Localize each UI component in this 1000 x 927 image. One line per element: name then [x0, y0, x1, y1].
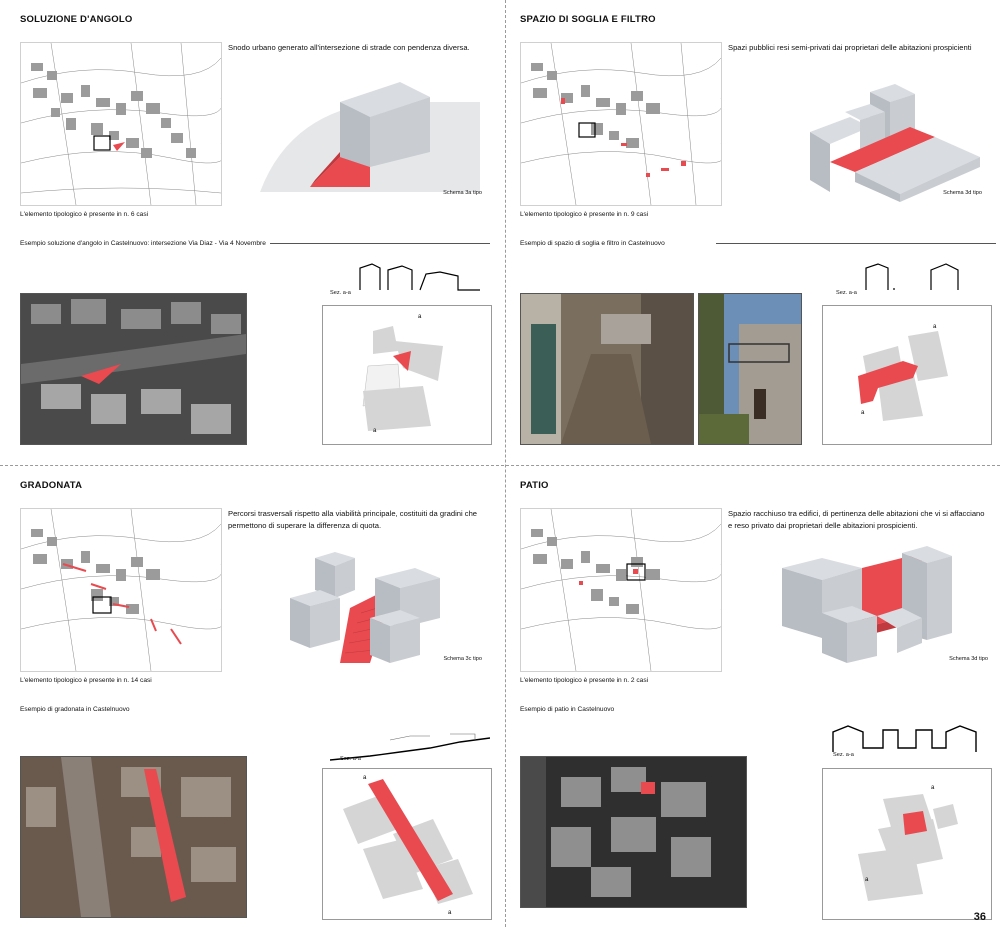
section-label: Sez. a-a — [330, 290, 351, 296]
plan-mark: a — [861, 410, 865, 416]
schema-3d: Schema 3c tipo — [250, 538, 490, 668]
plan-mark: a — [373, 428, 377, 434]
panel-title: GRADONATA — [20, 480, 83, 491]
section-label: Sez. a-a — [340, 756, 361, 762]
town-map — [20, 508, 222, 672]
rule-line — [270, 243, 490, 244]
schema-label: Schema 3d tipo — [943, 190, 982, 196]
section-drawing: Sez. a-a — [330, 726, 490, 764]
count-text: L'elemento tipologico è presente in n. 6… — [20, 211, 149, 218]
aerial-photo — [20, 756, 247, 918]
vertical-divider — [505, 0, 506, 927]
town-map — [520, 42, 722, 206]
horizontal-divider — [0, 465, 1000, 466]
plan-drawing: a a — [822, 768, 992, 920]
panel-description: Snodo urbano generato all'intersezione d… — [228, 43, 470, 52]
schema-3d: Schema 3a tipo — [250, 72, 490, 202]
rule-line — [716, 243, 996, 244]
aerial-photo — [20, 293, 247, 445]
count-text: L'elemento tipologico è presente in n. 9… — [520, 211, 649, 218]
panel-title: SPAZIO DI SOGLIA E FILTRO — [520, 14, 656, 25]
panel-title: PATIO — [520, 480, 549, 491]
section-label: Sez. a-a — [833, 752, 854, 758]
town-map — [520, 508, 722, 672]
example-text: Esempio soluzione d'angolo in Castelnuov… — [20, 240, 266, 247]
panel-gradonata: GRADONATA Percorsi trasversali rispetto … — [0, 466, 495, 921]
plan-mark: a — [865, 877, 869, 883]
aerial-photo — [520, 756, 747, 908]
example-text: Esempio di spazio di soglia e filtro in … — [520, 240, 665, 247]
town-map — [20, 42, 222, 206]
plan-mark: a — [418, 314, 422, 320]
panel-description: Spazi pubblici resi semi-privati dai pro… — [728, 43, 972, 52]
alley-photo — [520, 293, 694, 445]
section-drawing: Sez. a-a — [330, 260, 490, 298]
section-drawing: Sez. a-a — [828, 722, 988, 760]
schema-label: Schema 3a tipo — [443, 190, 482, 196]
schema-label: Schema 3d tipo — [949, 656, 988, 662]
plan-drawing: a a — [322, 768, 492, 920]
page-number: 36 — [973, 911, 986, 923]
panel-description: Percorsi trasversali rispetto alla viabi… — [228, 509, 478, 530]
schema-label: Schema 3c tipo — [443, 656, 482, 662]
balcony-photo — [698, 293, 802, 445]
plan-mark: a — [448, 910, 452, 916]
section-drawing: Sez. a-a — [836, 260, 996, 298]
count-text: L'elemento tipologico è presente in n. 1… — [20, 677, 152, 684]
panel-patio: PATIO Spazio racchiuso tra edifici, di p… — [506, 466, 1000, 921]
schema-3d: Schema 3d tipo — [772, 538, 996, 668]
panel-description: Spazio racchiuso tra edifici, di pertine… — [728, 509, 985, 530]
plan-drawing: a a — [822, 305, 992, 445]
panel-title: SOLUZIONE D'ANGOLO — [20, 14, 133, 25]
panel-soluzione-angolo: SOLUZIONE D'ANGOLO Snodo urbano generato… — [0, 0, 495, 455]
plan-drawing: a a — [322, 305, 492, 445]
plan-mark: a — [933, 324, 937, 330]
count-text: L'elemento tipologico è presente in n. 2… — [520, 677, 649, 684]
example-text: Esempio di patio in Castelnuovo — [520, 706, 615, 713]
section-label: Sez. a-a — [836, 290, 857, 296]
panel-spazio-soglia: SPAZIO DI SOGLIA E FILTRO Spazi pubblici… — [506, 0, 1000, 455]
plan-mark: a — [931, 785, 935, 791]
example-text: Esempio di gradonata in Castelnuovo — [20, 706, 130, 713]
schema-3d: Schema 3d tipo — [750, 72, 990, 202]
plan-mark: a — [363, 775, 367, 781]
